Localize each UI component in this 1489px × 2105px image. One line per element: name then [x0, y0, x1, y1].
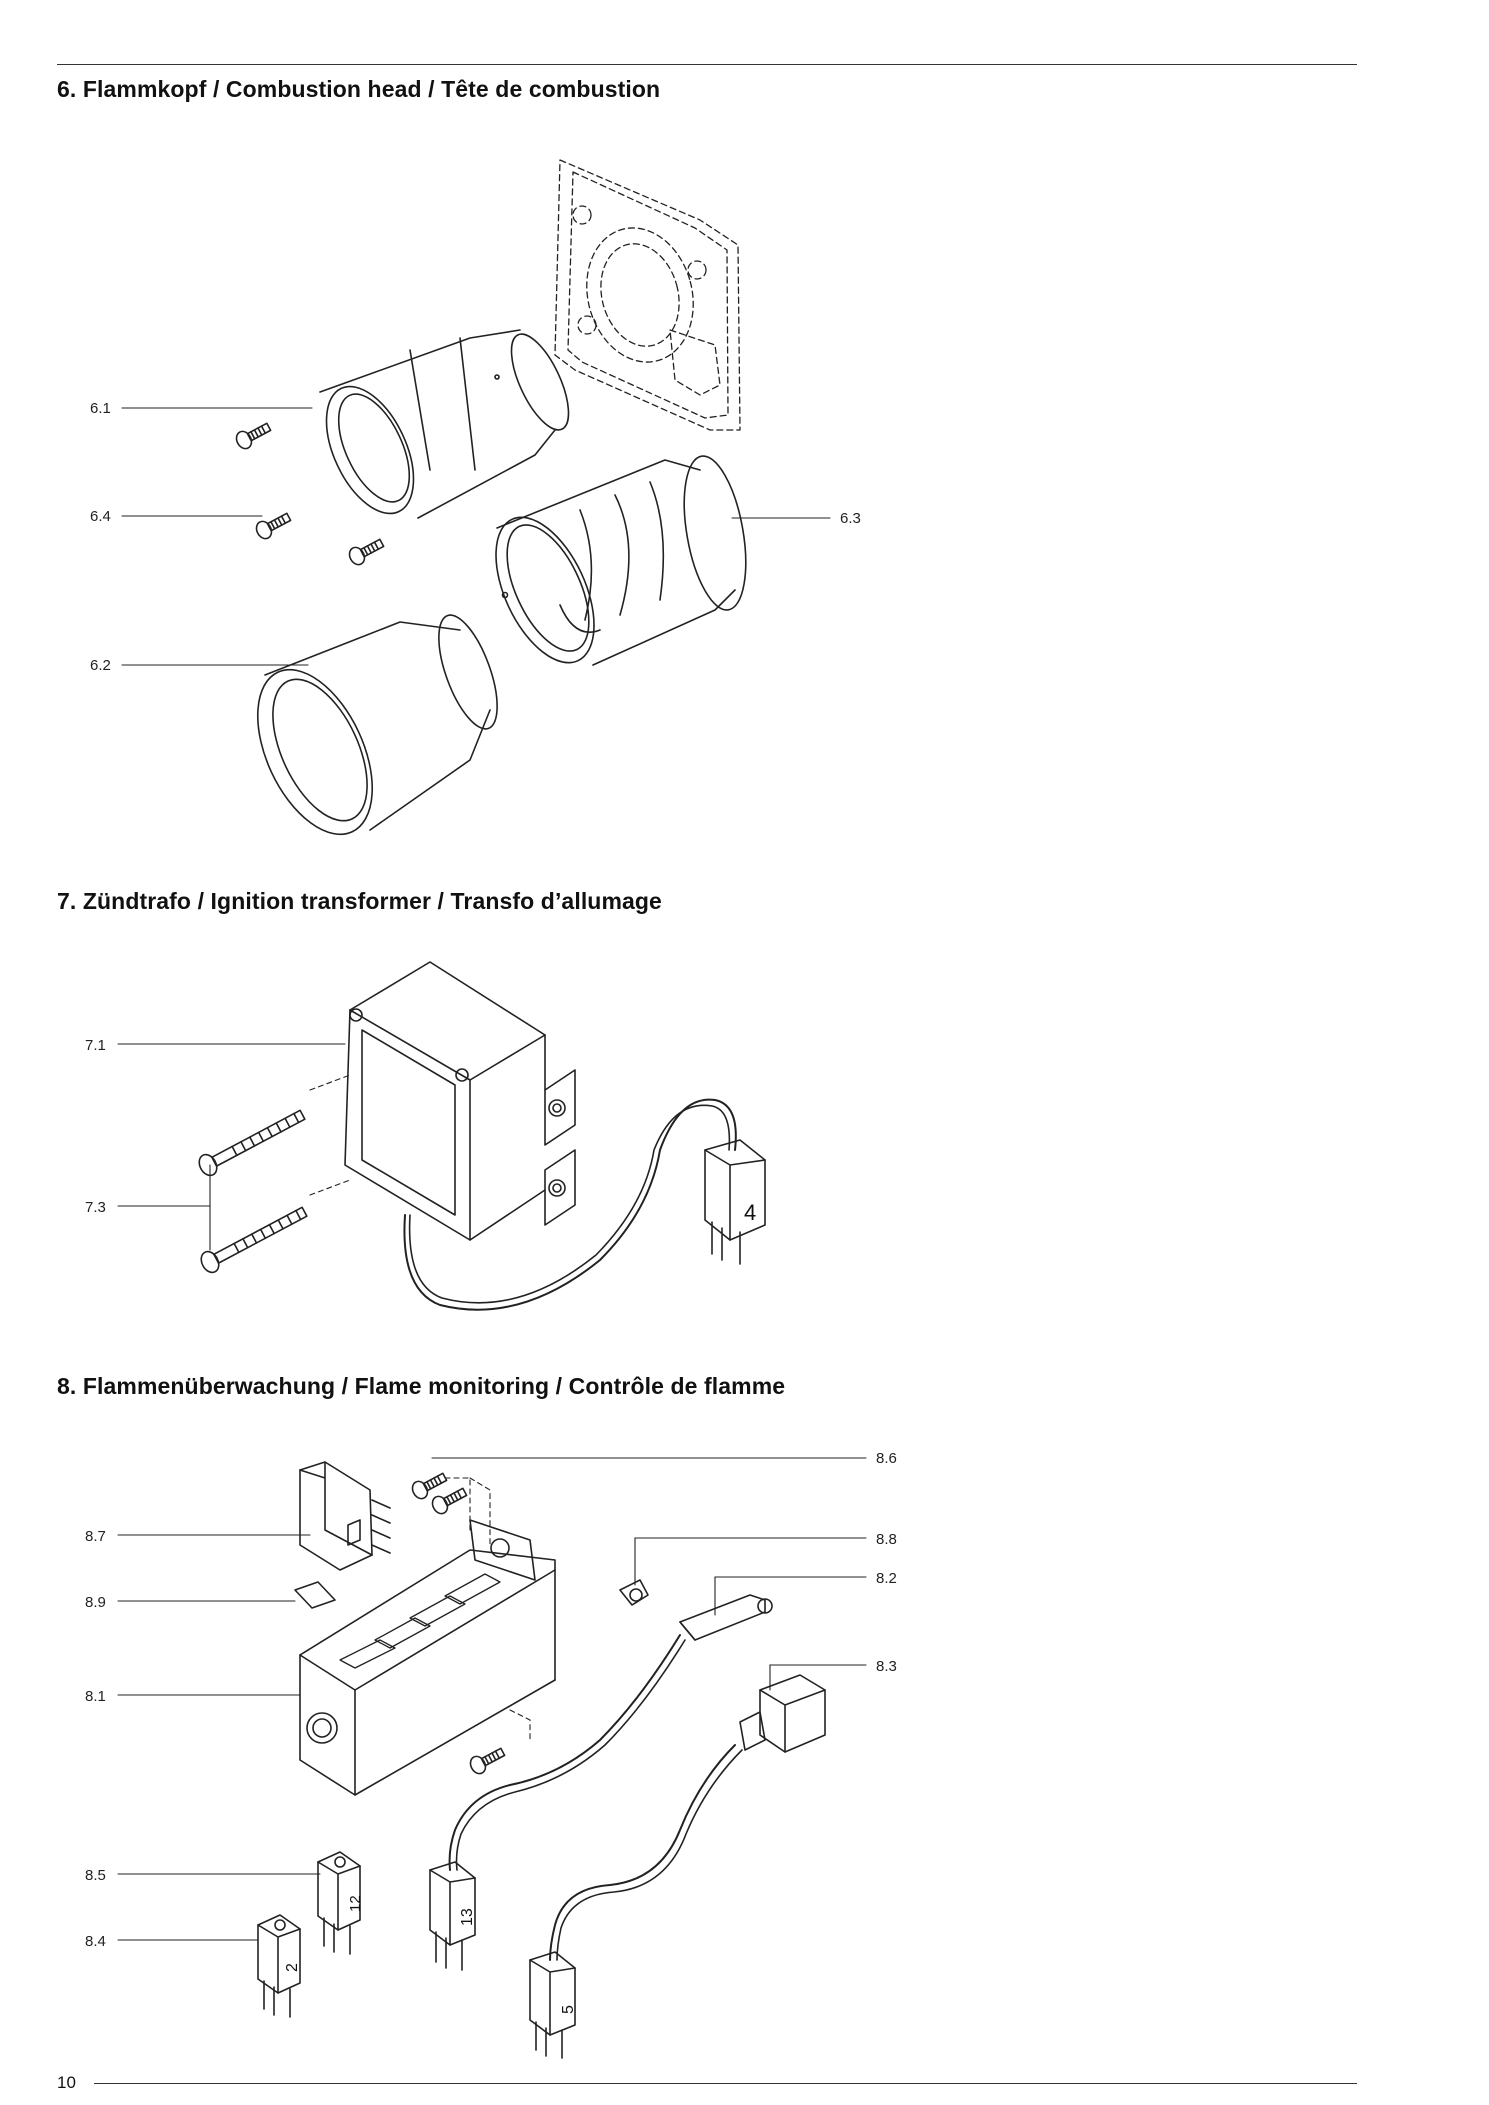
section-6-title: 6. Flammkopf / Combustion head / Tête de… [57, 76, 661, 102]
callout-8-5: 8.5 [85, 1867, 106, 1884]
plug-5 [529, 1951, 576, 2059]
connector-8-7 [299, 1461, 391, 1571]
callout-6-1: 6.1 [90, 400, 111, 417]
header-rule [57, 64, 1357, 65]
screws-6-4 [235, 422, 385, 566]
callout-8-9: 8.9 [85, 1594, 106, 1611]
callout-8-1: 8.1 [85, 1688, 106, 1705]
jumper-plug-8-4 [257, 1914, 301, 2018]
callout-8-8: 8.8 [876, 1531, 897, 1548]
section-8-title: 8. Flammenüberwachung / Flame monitoring… [57, 1373, 786, 1399]
callout-6-2: 6.2 [90, 657, 111, 674]
flange-plate-dashed [554, 159, 741, 431]
plug-label-12: 12 [347, 1895, 364, 1912]
mains-connector-8-3 [739, 1674, 826, 1753]
flame-tube-6-2 [256, 614, 498, 836]
plug-label-2: 2 [284, 1963, 301, 1972]
sensor-cable [448, 1634, 686, 1871]
mixing-head-6-3 [495, 455, 747, 666]
plug-4-7 [704, 1139, 766, 1265]
plug-13 [429, 1861, 476, 1971]
flame-sensor-8-2 [679, 1594, 773, 1641]
leader-lines-7 [117, 1043, 346, 1251]
callout-8-6: 8.6 [876, 1450, 897, 1467]
leader-lines-6 [121, 407, 831, 666]
page-number: 10 [57, 2073, 76, 2092]
mains-cable [549, 1744, 743, 1961]
screws-8-6 [411, 1472, 491, 1546]
plug-label-5: 5 [560, 2005, 577, 2014]
callout-8-7: 8.7 [85, 1528, 106, 1545]
jumper-plug-8-5 [317, 1851, 361, 1955]
footer-rule [94, 2083, 1357, 2084]
plug-label-13: 13 [459, 1908, 476, 1926]
cover-8-9 [294, 1581, 336, 1609]
flame-control-8-1 [299, 1519, 556, 1796]
ignition-cable [403, 1098, 737, 1311]
flame-tube-6-1 [319, 329, 570, 519]
clip-8-8 [619, 1579, 649, 1606]
callout-8-4: 8.4 [85, 1933, 106, 1950]
callout-6-3: 6.3 [840, 510, 861, 527]
callout-7-3: 7.3 [85, 1199, 106, 1216]
screws-7-3 [198, 1074, 351, 1274]
screw-8-1 [469, 1747, 506, 1775]
callout-8-2: 8.2 [876, 1570, 897, 1587]
callout-6-4: 6.4 [90, 508, 111, 525]
callout-8-3: 8.3 [876, 1658, 897, 1675]
ignition-transformer-7-1 [344, 961, 576, 1241]
callout-7-1: 7.1 [85, 1037, 106, 1054]
leader-lines-8 [117, 1457, 867, 1941]
plug-label-4: 4 [744, 1200, 756, 1225]
section-7-title: 7. Zündtrafo / Ignition transformer / Tr… [57, 888, 662, 914]
